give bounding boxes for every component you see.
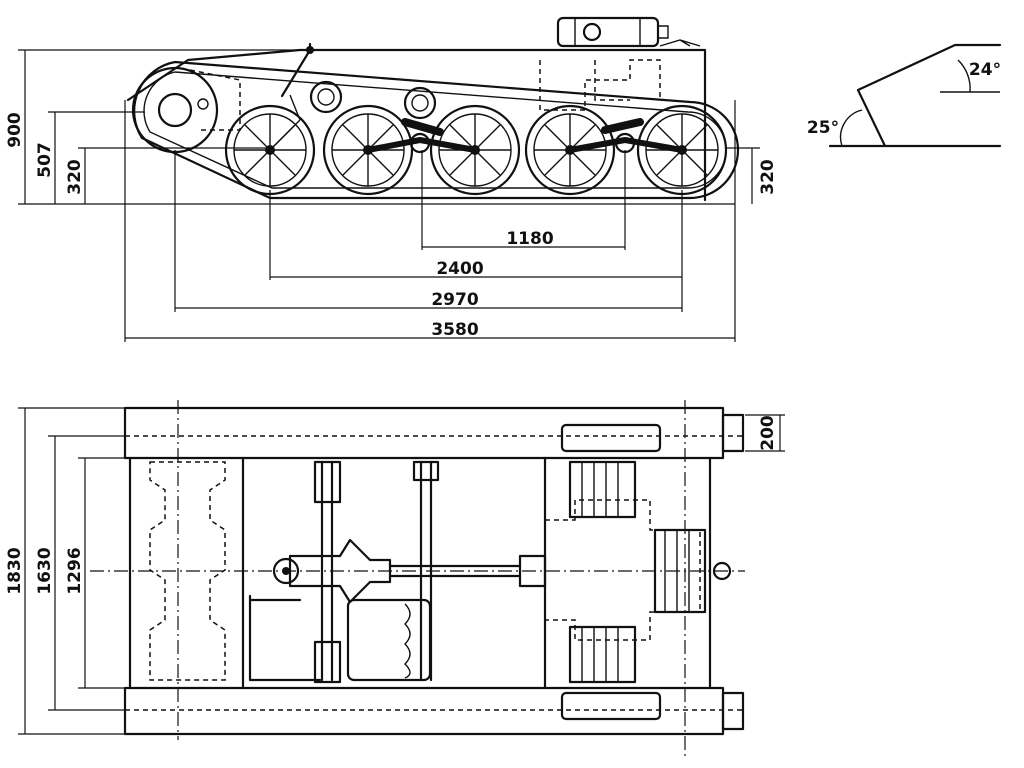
drive-shafts [313, 460, 440, 684]
sprocket-drum [149, 461, 226, 681]
length-dim-1180: 1180 [506, 229, 553, 249]
length-dim-2400: 2400 [436, 259, 483, 279]
return-rollers [309, 80, 437, 120]
height-dim-507: 507 [35, 142, 55, 178]
width-dim-1296: 1296 [65, 547, 85, 594]
differential [272, 538, 547, 604]
hidden-engine [539, 59, 661, 111]
seat [346, 598, 432, 682]
suspension-arms [269, 94, 685, 154]
right-height-dim-320: 320 [758, 159, 778, 195]
height-dim-900: 900 [5, 112, 25, 148]
top-cylinder [556, 16, 701, 48]
drive-sprocket [131, 66, 219, 154]
upper-angle-label: 24° [969, 60, 1001, 80]
lower-angle-label: 25° [807, 118, 839, 138]
angle-detail: 24° 25° [807, 43, 1002, 148]
width-dim-1630: 1630 [35, 547, 55, 594]
length-dim-2970: 2970 [431, 290, 478, 310]
propeller-shaft [388, 564, 522, 578]
lower-track [123, 686, 725, 736]
side-view: 900 507 320 320 1180 2400 2970 3580 [5, 16, 778, 342]
lower-cylinder [560, 691, 662, 721]
height-dimensions [18, 49, 760, 205]
hull-frame [128, 456, 712, 690]
upper-cylinder [560, 423, 662, 453]
width-dimensions [18, 407, 785, 735]
track-width-dim-200: 200 [758, 415, 778, 451]
top-view: 1830 1630 1296 200 [5, 400, 785, 760]
length-dim-3580: 3580 [431, 320, 478, 340]
width-dim-1830: 1830 [5, 547, 25, 594]
steering-levers [248, 594, 322, 682]
length-dimensions [124, 100, 736, 342]
engine [545, 460, 707, 684]
height-dim-320: 320 [65, 159, 85, 195]
